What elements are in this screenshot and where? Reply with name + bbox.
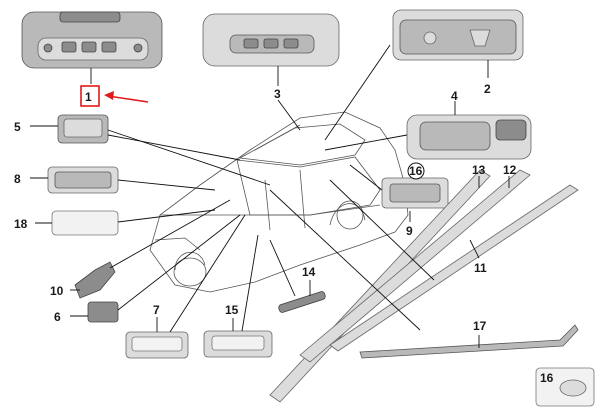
callout-18: 18 [14,217,28,231]
callout-3: 3 [274,87,281,101]
callout-2: 2 [484,82,491,96]
part-14-lamp-rail [278,291,326,313]
part-9-control-unit [381,177,449,209]
callout-11: 11 [474,261,487,275]
callout-12: 12 [503,163,517,177]
part-17-trim-strip [359,324,579,359]
callout-15: 15 [225,303,239,317]
part-6-switch [87,301,119,323]
callout-14: 14 [302,265,316,279]
part-7-light-unit [125,331,189,359]
callout-17: 17 [473,319,487,333]
callout-16-bulb: 16 [540,371,554,385]
callout-5: 5 [14,120,21,134]
part-10-sensor [74,261,116,299]
part-4-interior-light [406,114,532,160]
part-15-light-unit [203,330,273,358]
callout-1: 1 [85,90,92,104]
callout-8: 8 [14,172,21,186]
callout-13: 13 [472,163,486,177]
part-8-light-unit [47,166,119,194]
car-outline [149,111,409,293]
part-16-bulb [535,367,595,407]
callout-16-circle [407,162,425,180]
part-1-roof-console [21,11,163,69]
callout-9: 9 [406,224,413,238]
part-11-trim-strip [329,184,579,352]
part-3-roof-console [202,13,340,67]
callout-6: 6 [54,310,61,324]
part-2-roof-console [392,9,524,61]
callout-16-on-part-9: 16 [409,164,423,178]
leader-lines [30,44,510,348]
part-12-trim-strip [299,169,531,363]
part-18-light-unit [51,210,119,236]
callout-7: 7 [153,303,160,317]
part-5-light-unit [57,114,109,144]
highlight-callout-1 [80,85,149,107]
callout-10: 10 [50,284,64,298]
callout-4: 4 [451,89,458,103]
